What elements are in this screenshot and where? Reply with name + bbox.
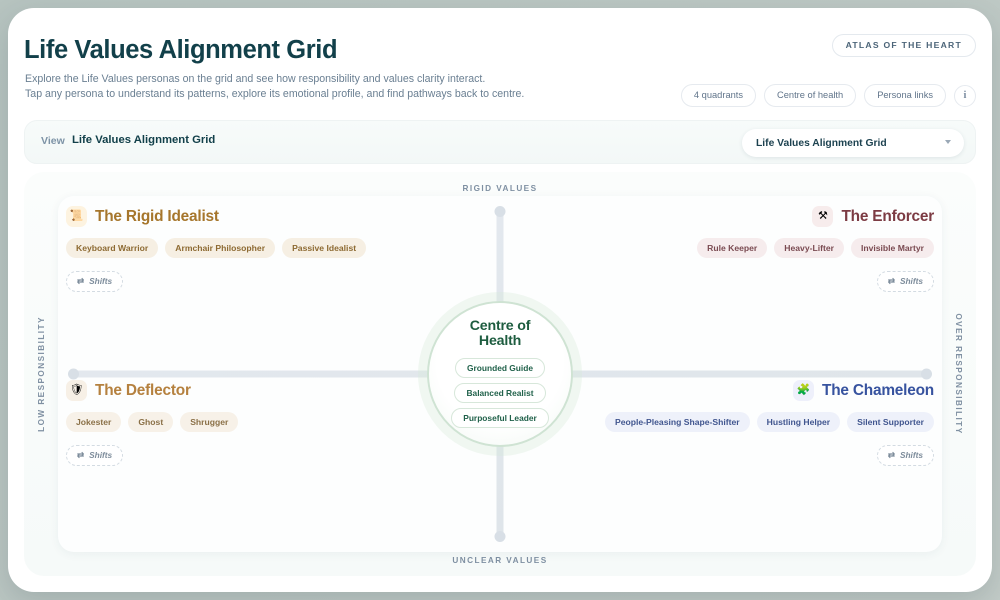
puzzle-icon: 🧩 — [793, 380, 814, 401]
quadrant-title: The Enforcer — [841, 207, 934, 225]
swap-icon: ⇄ — [77, 449, 85, 460]
persona-tag-group: Jokester Ghost Shrugger — [66, 412, 496, 432]
persona-tag[interactable]: Shrugger — [180, 412, 239, 432]
axis-label-top: RIGID VALUES — [462, 184, 538, 193]
persona-tag-group: People-Pleasing Shape-Shifter Hustling H… — [504, 412, 934, 432]
swap-icon: ⇄ — [887, 449, 895, 460]
centre-title-line-1: Centre of — [469, 318, 531, 334]
header-chip-group: 4 quadrants Centre of health Persona lin… — [680, 84, 976, 107]
quadrant-header: 🧩 The Chameleon — [504, 380, 934, 401]
shifts-button[interactable]: ⇄ Shifts — [66, 445, 124, 466]
quadrant-title: The Chameleon — [822, 381, 934, 399]
shifts-button[interactable]: ⇄ Shifts — [876, 271, 934, 292]
quadrant-enforcer[interactable]: ⚒ The Enforcer Rule Keeper Heavy-Lifter … — [504, 206, 934, 368]
shift-row: ⇄ Shifts — [66, 445, 496, 466]
persona-tag[interactable]: Passive Idealist — [282, 238, 367, 258]
persona-tag[interactable]: Heavy-Lifter — [774, 238, 844, 258]
view-select[interactable]: Life Values Alignment Grid — [742, 129, 964, 157]
page-title: Life Values Alignment Grid — [24, 36, 338, 64]
persona-tag[interactable]: Jokester — [66, 412, 122, 432]
shifts-label: Shifts — [899, 276, 923, 286]
chip-4-quadrants[interactable]: 4 quadrants — [680, 84, 757, 107]
chip-centre-of-health[interactable]: Centre of health — [764, 84, 857, 107]
subtitle-line-1: Explore the Life Values personas on the … — [25, 73, 486, 85]
info-icon[interactable]: i — [954, 84, 976, 107]
shift-row: ⇄ Shifts — [66, 271, 496, 292]
persona-tag[interactable]: Armchair Philosopher — [165, 238, 276, 258]
centre-chip-balanced-realist[interactable]: Balanced Realist — [454, 383, 546, 403]
alignment-grid: RIGID VALUES UNCLEAR VALUES LOW RESPONSI… — [24, 172, 976, 576]
shifts-label: Shifts — [89, 450, 113, 460]
centre-of-health[interactable]: Centre of Health Grounded Guide Balanced… — [427, 301, 573, 447]
quadrant-rigid-idealist[interactable]: 📜 The Rigid Idealist Keyboard Warrior Ar… — [66, 206, 496, 368]
swap-icon: ⇄ — [77, 275, 85, 286]
chip-persona-links[interactable]: Persona links — [864, 84, 946, 107]
scroll-icon: 📜 — [66, 206, 87, 227]
quadrant-header: 🛡 The Deflector — [66, 380, 496, 401]
view-toolbar: View Life Values Alignment Grid Life Val… — [24, 120, 976, 164]
persona-tag[interactable]: Hustling Helper — [756, 412, 841, 432]
axis-label-left: LOW RESPONSIBILITY — [37, 316, 46, 432]
quadrant-title: The Deflector — [95, 381, 191, 399]
persona-tag[interactable]: Invisible Martyr — [850, 238, 934, 258]
centre-chip-group: Grounded Guide Balanced Realist Purposef… — [451, 358, 549, 428]
centre-chip-purposeful-leader[interactable]: Purposeful Leader — [451, 408, 549, 428]
swap-icon: ⇄ — [887, 275, 895, 286]
header: Life Values Alignment Grid Explore the L… — [8, 8, 992, 114]
persona-tag[interactable]: Keyboard Warrior — [66, 238, 159, 258]
centre-title-line-2: Health — [478, 333, 522, 349]
persona-tag-group: Keyboard Warrior Armchair Philosopher Pa… — [66, 238, 496, 258]
quadrant-chameleon[interactable]: 🧩 The Chameleon People-Pleasing Shape-Sh… — [504, 380, 934, 542]
persona-tag[interactable]: People-Pleasing Shape-Shifter — [604, 412, 750, 432]
grid-board: Centre of Health Grounded Guide Balanced… — [58, 196, 942, 552]
persona-tag[interactable]: Ghost — [128, 412, 174, 432]
axis-endpoint-bottom — [494, 531, 506, 542]
shifts-button[interactable]: ⇄ Shifts — [876, 445, 934, 466]
shifts-label: Shifts — [899, 450, 923, 460]
shield-icon: 🛡 — [66, 380, 87, 401]
shifts-label: Shifts — [89, 276, 113, 286]
view-current-value: Life Values Alignment Grid — [72, 134, 216, 146]
axis-endpoint-top — [494, 206, 506, 217]
view-label: View — [41, 135, 65, 147]
axis-label-bottom: UNCLEAR VALUES — [452, 556, 548, 565]
quadrant-header: 📜 The Rigid Idealist — [66, 206, 496, 227]
subtitle-line-2: Tap any persona to understand its patter… — [25, 88, 525, 100]
quadrant-title: The Rigid Idealist — [95, 207, 219, 225]
app-card: Life Values Alignment Grid Explore the L… — [8, 8, 992, 592]
persona-tag[interactable]: Silent Supporter — [847, 412, 934, 432]
quadrant-deflector[interactable]: 🛡 The Deflector Jokester Ghost Shrugger … — [66, 380, 496, 542]
centre-title: Centre of Health — [469, 318, 531, 349]
persona-tag-group: Rule Keeper Heavy-Lifter Invisible Marty… — [504, 238, 934, 258]
shift-row: ⇄ Shifts — [504, 271, 934, 292]
page-subtitle: Explore the Life Values personas on the … — [25, 72, 524, 102]
crossed-tools-icon: ⚒ — [812, 206, 834, 227]
centre-chip-grounded-guide[interactable]: Grounded Guide — [454, 358, 546, 378]
atlas-badge: ATLAS OF THE HEART — [831, 34, 976, 57]
persona-tag[interactable]: Rule Keeper — [697, 238, 768, 258]
chevron-down-icon — [945, 140, 951, 144]
axis-label-right: OVER RESPONSIBILITY — [954, 313, 963, 435]
shift-row: ⇄ Shifts — [504, 445, 934, 466]
axis-endpoint-left — [68, 368, 79, 380]
axis-endpoint-right — [921, 368, 932, 380]
quadrant-header: ⚒ The Enforcer — [504, 206, 934, 227]
view-select-value: Life Values Alignment Grid — [756, 137, 887, 149]
shifts-button[interactable]: ⇄ Shifts — [66, 271, 124, 292]
